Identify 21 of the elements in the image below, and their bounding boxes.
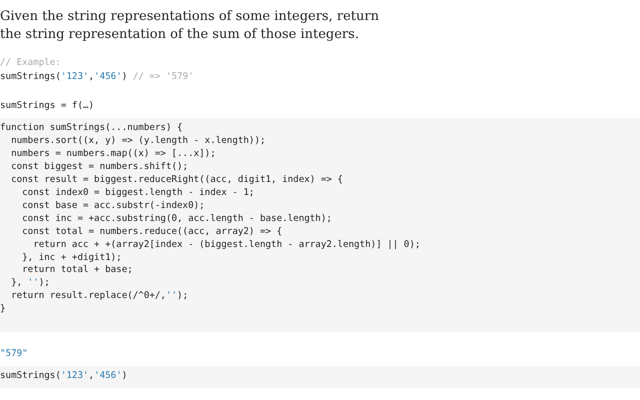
code-comment: // Example:	[0, 56, 61, 69]
code-line: }, inc + +digit1);	[21, 250, 122, 264]
code-line: return result.replace(/^0+/,'');	[10, 289, 188, 302]
code-line: sumStrings('123','456')	[0, 369, 128, 382]
code-line: numbers.sort((x, y) => (y.length - x.length));	[10, 134, 266, 147]
code-line: return total + base;	[21, 263, 133, 276]
code-line: }, '');	[10, 276, 50, 290]
output-value: "579"	[0, 347, 28, 360]
code-line: }	[0, 302, 6, 316]
code-line: const inc = +acc.substring(0, acc.length - base.length);	[21, 212, 332, 225]
code-line: return acc + +(array2[index - (biggest.length - array2.length)] || 0);	[32, 238, 420, 251]
code-line: const base = acc.substr(-index0);	[21, 198, 205, 212]
code-line: function sumStrings(...numbers) {	[0, 121, 183, 134]
code-line: const biggest = numbers.shift();	[10, 160, 188, 173]
code-line: numbers = numbers.map((x) => [...x]);	[10, 146, 216, 160]
code-line: sumStrings = f(…)	[0, 99, 94, 112]
code-line: const result = biggest.reduceRight((acc, digit1, index) => {	[10, 172, 343, 186]
code-line: const index0 = biggest.length - index - 1;	[21, 186, 254, 199]
code-line: sumStrings('123','456') // => '579'	[0, 70, 194, 83]
code-line: const total = numbers.reduce((acc, array2) => {	[21, 224, 282, 238]
description-text: Given the string representations of some integers, return the string representation of the sum of those integers.	[0, 8, 380, 44]
